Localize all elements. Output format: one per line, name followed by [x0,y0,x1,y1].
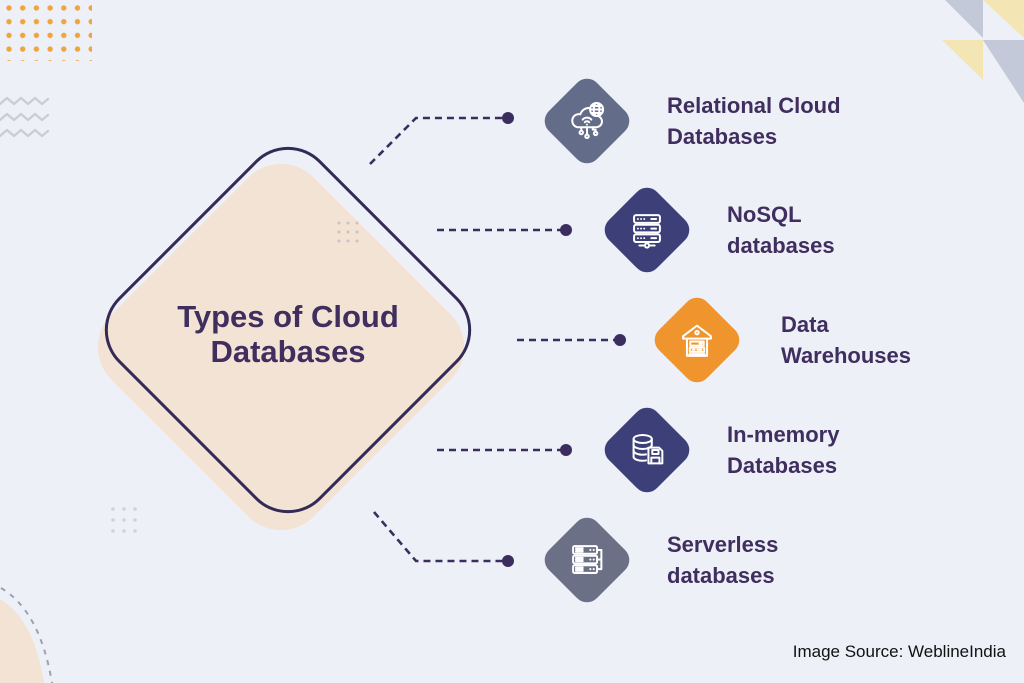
page-title: Types of Cloud Databases [103,299,473,369]
title-line-2: Databases [210,334,366,369]
item-label: Relational Cloud Databases [667,93,841,149]
server-rack-icon [564,537,610,583]
faint-dot-grid-icon [111,507,137,533]
warehouse-icon [674,317,720,363]
item-label: In-memory Databases [727,422,840,478]
zigzag-decoration [0,96,50,138]
faint-dot-grid-icon [337,221,359,243]
blob-decoration [0,587,53,683]
server-stack-icon [624,207,670,253]
dot-grid-decoration [6,5,92,61]
item-label: Data Warehouses [781,312,912,368]
item-label: Serverless databases [667,532,779,588]
triangles-decoration [942,0,1024,103]
cloud-database-icon [564,98,610,144]
image-source-credit: Image Source: WeblineIndia [792,642,1006,661]
item-label: NoSQL databases [727,202,835,258]
title-line-1: Types of Cloud [177,299,399,334]
in-memory-database-icon [624,427,670,473]
